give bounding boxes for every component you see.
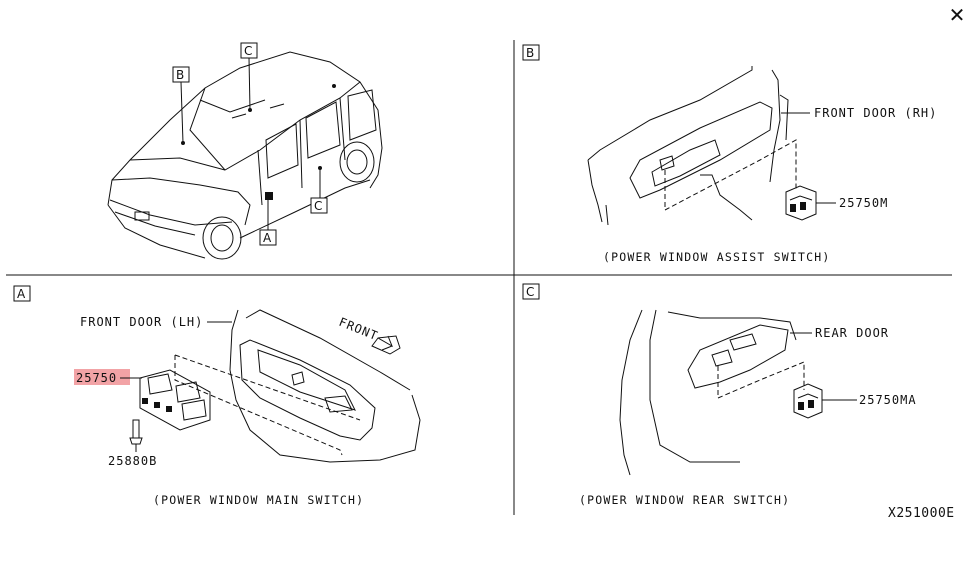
- front-door-lh-label: FRONT DOOR (LH): [80, 315, 203, 329]
- part-25880b-label: 25880B: [108, 454, 157, 468]
- front-door-rh-label: FRONT DOOR (RH): [814, 106, 937, 120]
- callout-c2-box: [310, 197, 328, 214]
- panel-c-label: C: [526, 285, 534, 299]
- rear-door-drawing: [619, 309, 823, 476]
- callout-b-box: [172, 66, 190, 83]
- panel-b-caption: (POWER WINDOW ASSIST SWITCH): [603, 250, 830, 264]
- panel-a-caption: (POWER WINDOW MAIN SWITCH): [153, 493, 364, 507]
- callout-c-box: [240, 42, 258, 59]
- panel-c-caption: (POWER WINDOW REAR SWITCH): [579, 493, 790, 507]
- callout-a-box: [259, 229, 277, 246]
- part-25750ma-label: 25750MA: [859, 393, 917, 407]
- callout-b-label: B: [176, 68, 184, 82]
- diagram-code: X251000E: [888, 506, 955, 521]
- panel-c-box: [522, 283, 540, 300]
- front-door-lh-drawing: [129, 309, 421, 463]
- panel-b-box: [522, 44, 540, 61]
- callout-c2-label: C: [314, 199, 322, 213]
- part-25750-label[interactable]: 25750: [76, 371, 117, 385]
- panel-a-box: [13, 285, 31, 302]
- front-arrow-label: FRONT: [337, 315, 380, 343]
- callout-a-label: A: [263, 231, 272, 245]
- part-25750-highlight: [74, 369, 130, 385]
- front-arrow: FRONT: [337, 315, 401, 355]
- panel-b-label: B: [526, 46, 534, 60]
- front-door-rh-drawing: [587, 66, 817, 226]
- panel-a-label: A: [17, 287, 26, 301]
- callout-c-label: C: [244, 44, 252, 58]
- car-overview: [107, 51, 383, 260]
- rear-door-label: REAR DOOR: [815, 326, 889, 340]
- part-25750m-label: 25750M: [839, 196, 888, 210]
- close-icon[interactable]: ✕: [948, 3, 966, 27]
